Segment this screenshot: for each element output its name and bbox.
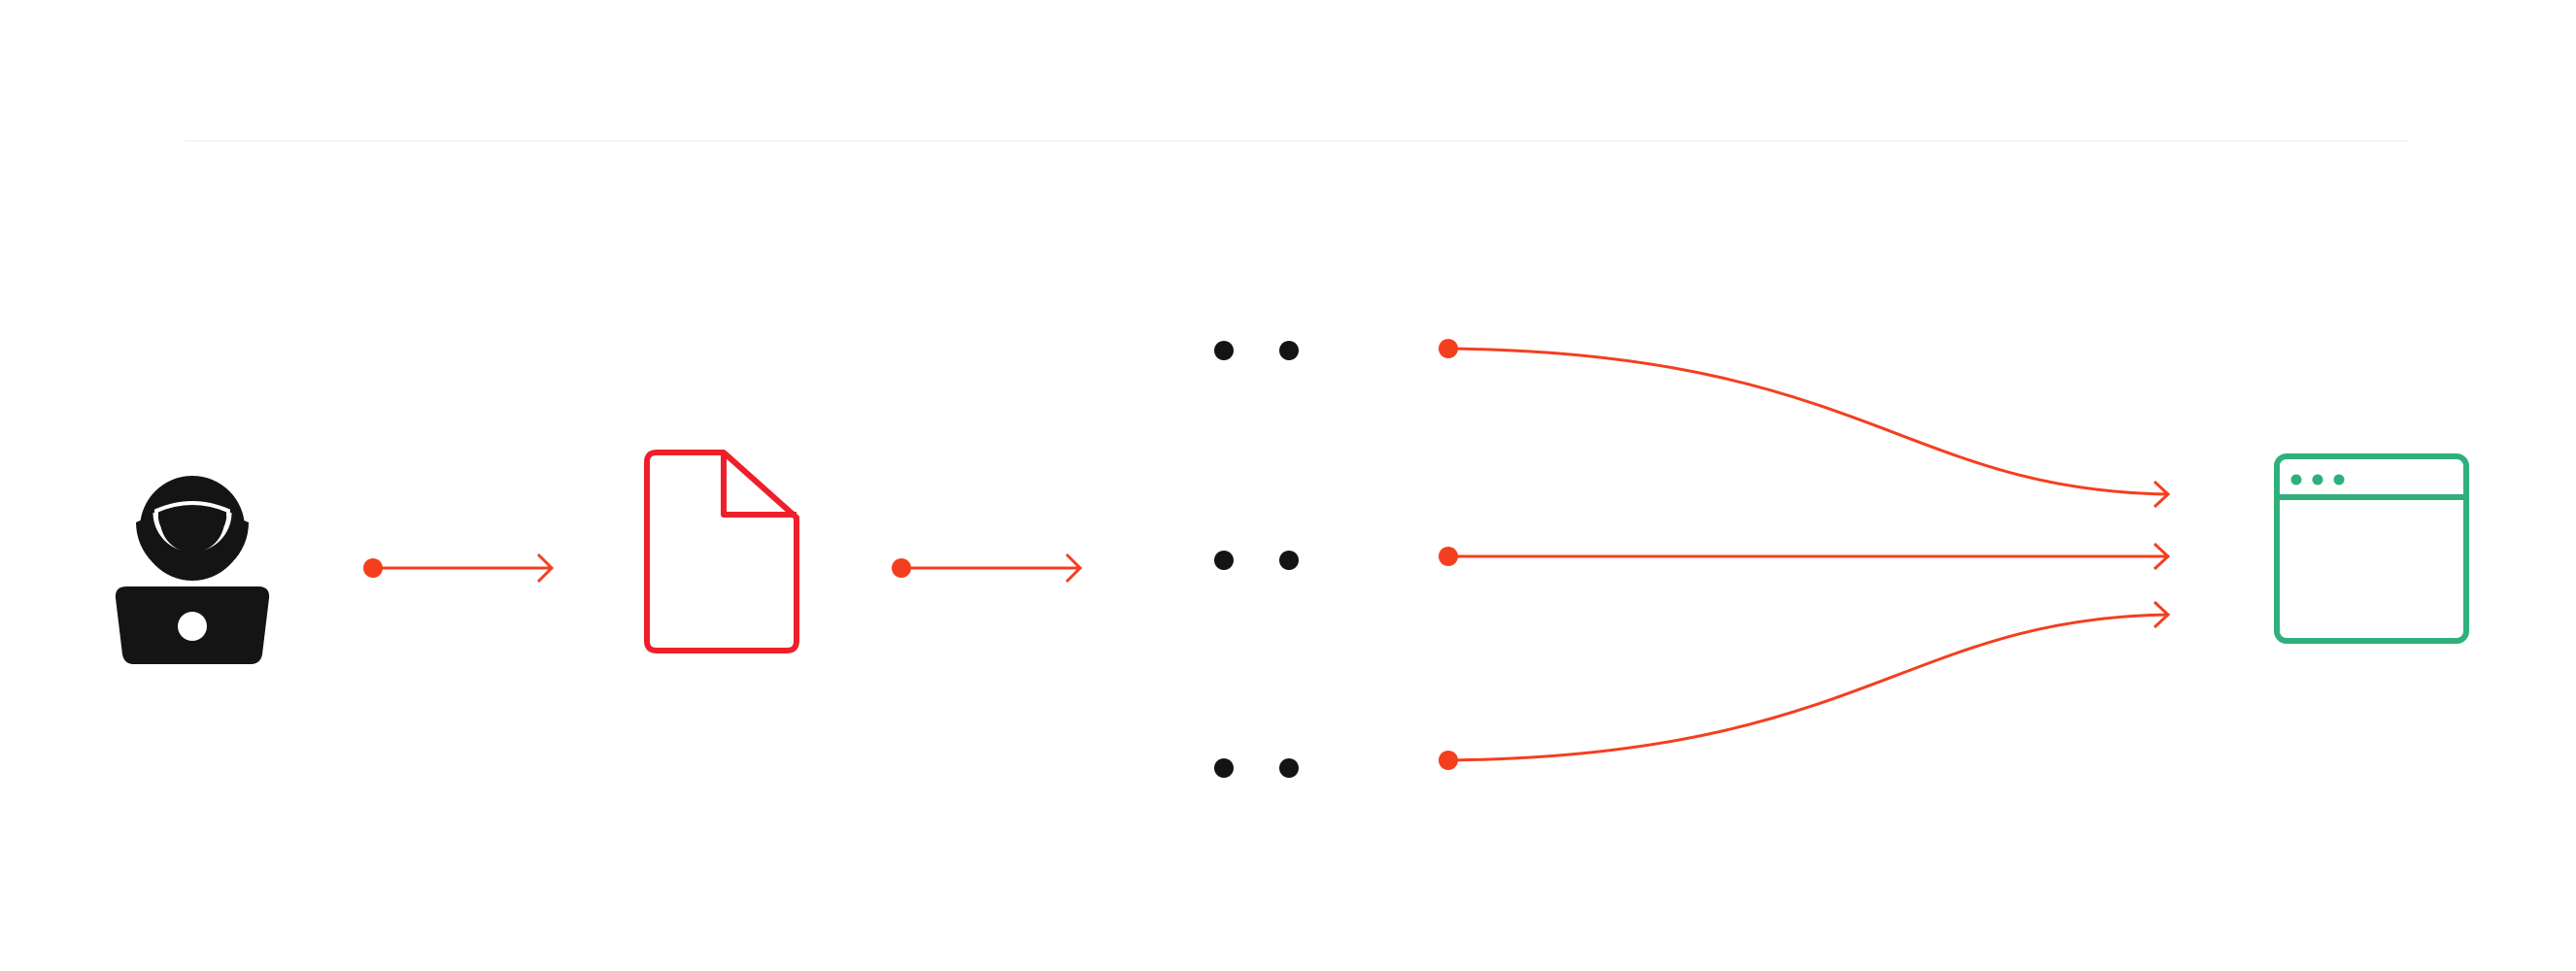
document-icon xyxy=(644,450,799,653)
dot-pair-middle xyxy=(1214,551,1299,570)
browser-window-icon xyxy=(2274,453,2469,644)
arrow-top-to-browser xyxy=(1439,339,2171,509)
arrow-document-to-split xyxy=(892,552,1083,584)
arrow-middle-to-browser xyxy=(1439,542,2171,571)
arrow-bottom-to-browser xyxy=(1439,600,2171,770)
dot-pair-bottom xyxy=(1214,758,1299,778)
user-laptop-icon xyxy=(115,476,270,664)
dot-pair-top xyxy=(1214,341,1299,360)
arrow-user-to-document xyxy=(363,552,555,584)
